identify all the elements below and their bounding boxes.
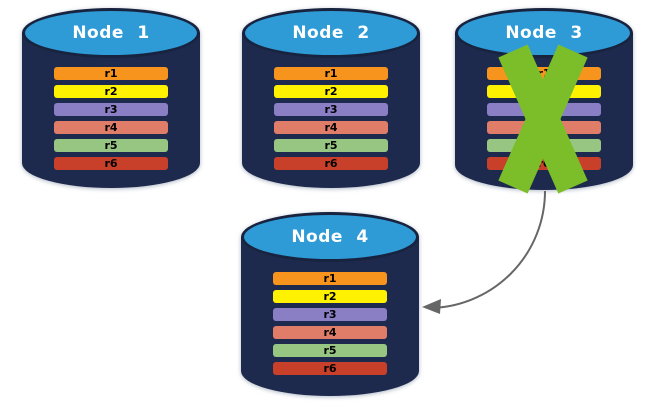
- node-1-replica-r6: r6: [54, 157, 168, 170]
- failover-arrow-line: [427, 190, 546, 309]
- node-1-replica-r1: r1: [54, 67, 168, 80]
- node-4-replica-r2: r2: [273, 290, 387, 303]
- failover-arrow-head: [422, 299, 441, 314]
- node-1: Node 1 r1 r2 r3 r4 r5 r6: [22, 8, 200, 188]
- node-2-replica-r3: r3: [274, 103, 388, 116]
- node-1-replica-r3: r3: [54, 103, 168, 116]
- node-1-replica-r2: r2: [54, 85, 168, 98]
- node-1-replica-list: r1 r2 r3 r4 r5 r6: [54, 67, 168, 170]
- node-2-replica-r2: r2: [274, 85, 388, 98]
- node-3: Node 3 r1 r2 r3 r4 r5 r6: [455, 8, 633, 190]
- node-2-replica-list: r1 r2 r3 r4 r5 r6: [274, 67, 388, 170]
- node-2-replica-r5: r5: [274, 139, 388, 152]
- node-4-replica-r1: r1: [273, 272, 387, 285]
- node-1-replica-r4: r4: [54, 121, 168, 134]
- node-2-cylinder-top: Node 2: [242, 8, 420, 58]
- node-4-replica-r5: r5: [273, 344, 387, 357]
- node-4-replica-list: r1 r2 r3 r4 r5 r6: [273, 272, 387, 375]
- node-4-replica-r4: r4: [273, 326, 387, 339]
- node-2: Node 2 r1 r2 r3 r4 r5 r6: [242, 8, 420, 188]
- node-2-replica-r1: r1: [274, 67, 388, 80]
- node-3-title: Node 3: [505, 23, 583, 43]
- node-4-cylinder-top: Node 4: [241, 212, 419, 262]
- x-mark-stroke-2: [498, 44, 588, 194]
- failed-node-x-mark: [487, 44, 599, 194]
- node-4-title: Node 4: [291, 227, 369, 247]
- node-4-replica-r3: r3: [273, 308, 387, 321]
- node-1-cylinder-top: Node 1: [22, 8, 200, 58]
- node-4: Node 4 r1 r2 r3 r4 r5 r6: [241, 212, 419, 396]
- node-4-replica-r6: r6: [273, 362, 387, 375]
- node-2-replica-r4: r4: [274, 121, 388, 134]
- node-2-replica-r6: r6: [274, 157, 388, 170]
- node-2-title: Node 2: [292, 23, 370, 43]
- node-1-title: Node 1: [72, 23, 150, 43]
- node-3-cylinder-top: Node 3: [455, 8, 633, 58]
- node-1-replica-r5: r5: [54, 139, 168, 152]
